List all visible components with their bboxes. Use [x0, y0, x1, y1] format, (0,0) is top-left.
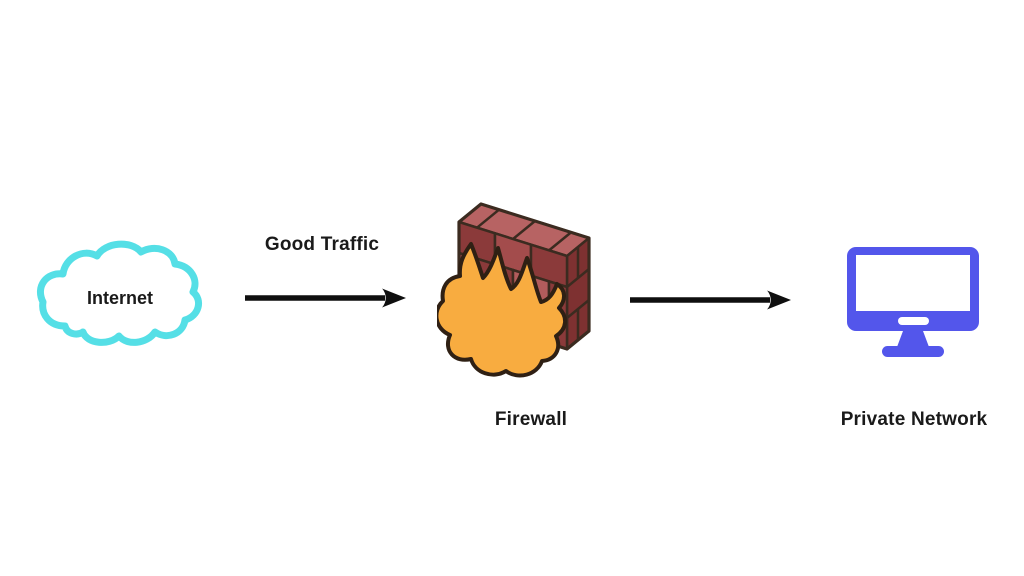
node-firewall-label: Firewall	[494, 409, 568, 430]
arrow-right-icon	[630, 290, 791, 310]
cloud-icon	[37, 240, 203, 346]
monitor-icon	[847, 247, 979, 357]
node-internet-label: Internet	[86, 288, 153, 308]
node-firewall	[434, 184, 602, 382]
edge-good-traffic-label: Good Traffic	[264, 234, 380, 255]
brick-wall-flame-icon	[434, 202, 591, 378]
node-private-network-label: Private Network	[840, 409, 988, 430]
arrow-right-icon	[245, 288, 406, 308]
node-internet	[35, 238, 207, 360]
node-private-network	[846, 246, 982, 360]
